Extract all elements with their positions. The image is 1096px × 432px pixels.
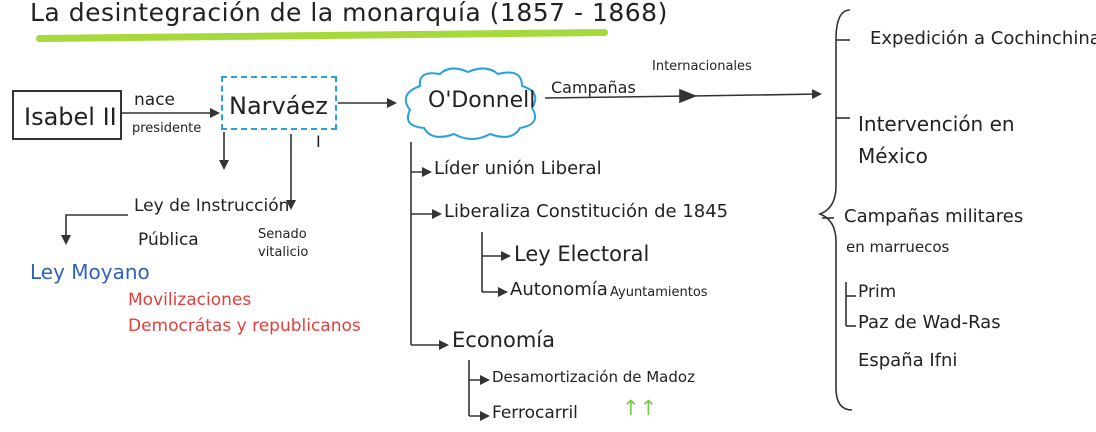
espana-ifni: España Ifni [858, 350, 958, 371]
node-isabel-label: Isabel II [24, 103, 117, 131]
movilizaciones: Movilizaciones [128, 290, 252, 310]
edge-label-nace: nace [134, 90, 175, 110]
ley-electoral: Ley Electoral [514, 242, 650, 266]
liberaliza-constitucion: Liberaliza Constitución de 1845 [444, 201, 729, 222]
en-marruecos: en marruecos [846, 238, 950, 256]
mid-arrowhead [679, 88, 698, 104]
ley-moyano: Ley Moyano [30, 260, 150, 284]
ferrocarril: Ferrocarril [492, 403, 578, 423]
edge-label-campanas: Campañas [551, 78, 636, 97]
ayuntamientos: Ayuntamientos [610, 285, 708, 300]
autonomia: Autonomía [510, 279, 608, 300]
curly-brace [817, 9, 853, 411]
desamortizacion-madoz: Desamortización de Madoz [492, 368, 695, 386]
node-odonnell: O'Donnell [398, 64, 544, 142]
page-title: La desintegración de la monarquía (1857 … [30, 0, 668, 27]
growth-arrows: ↑↑ [622, 396, 658, 420]
node-narvaez: Narváez [221, 76, 337, 130]
narvaez-mark: I [316, 132, 321, 151]
vitalicio: vitalicio [258, 245, 309, 260]
node-isabel-ii: Isabel II [12, 90, 122, 140]
expedicion-cochinchina: Expedición a Cochinchina [870, 28, 1096, 49]
node-odonnell-label: O'Donnell [428, 88, 536, 113]
campanas-militares: Campañas militares [844, 206, 1024, 227]
edge-label-presidente: presidente [132, 121, 202, 136]
node-narvaez-label: Narváez [229, 92, 328, 120]
intervencion: Intervención en [858, 112, 1015, 136]
ley-instruccion: Ley de Instrucción [134, 196, 290, 216]
cloud-shape [404, 67, 537, 140]
paz-wad-ras: Paz de Wad-Ras [858, 312, 1001, 333]
edge-ley-moyano [61, 214, 128, 245]
mexico: México [858, 144, 928, 168]
democratas-republicanos: Democrátas y republicanos [128, 316, 361, 336]
economia: Economía [452, 328, 555, 352]
publica: Pública [138, 230, 199, 250]
lider-union-liberal: Líder unión Liberal [434, 158, 602, 179]
edge-label-internacionales: Internacionales [652, 59, 752, 74]
senado: Senado [258, 227, 307, 242]
prim: Prim [858, 282, 897, 302]
